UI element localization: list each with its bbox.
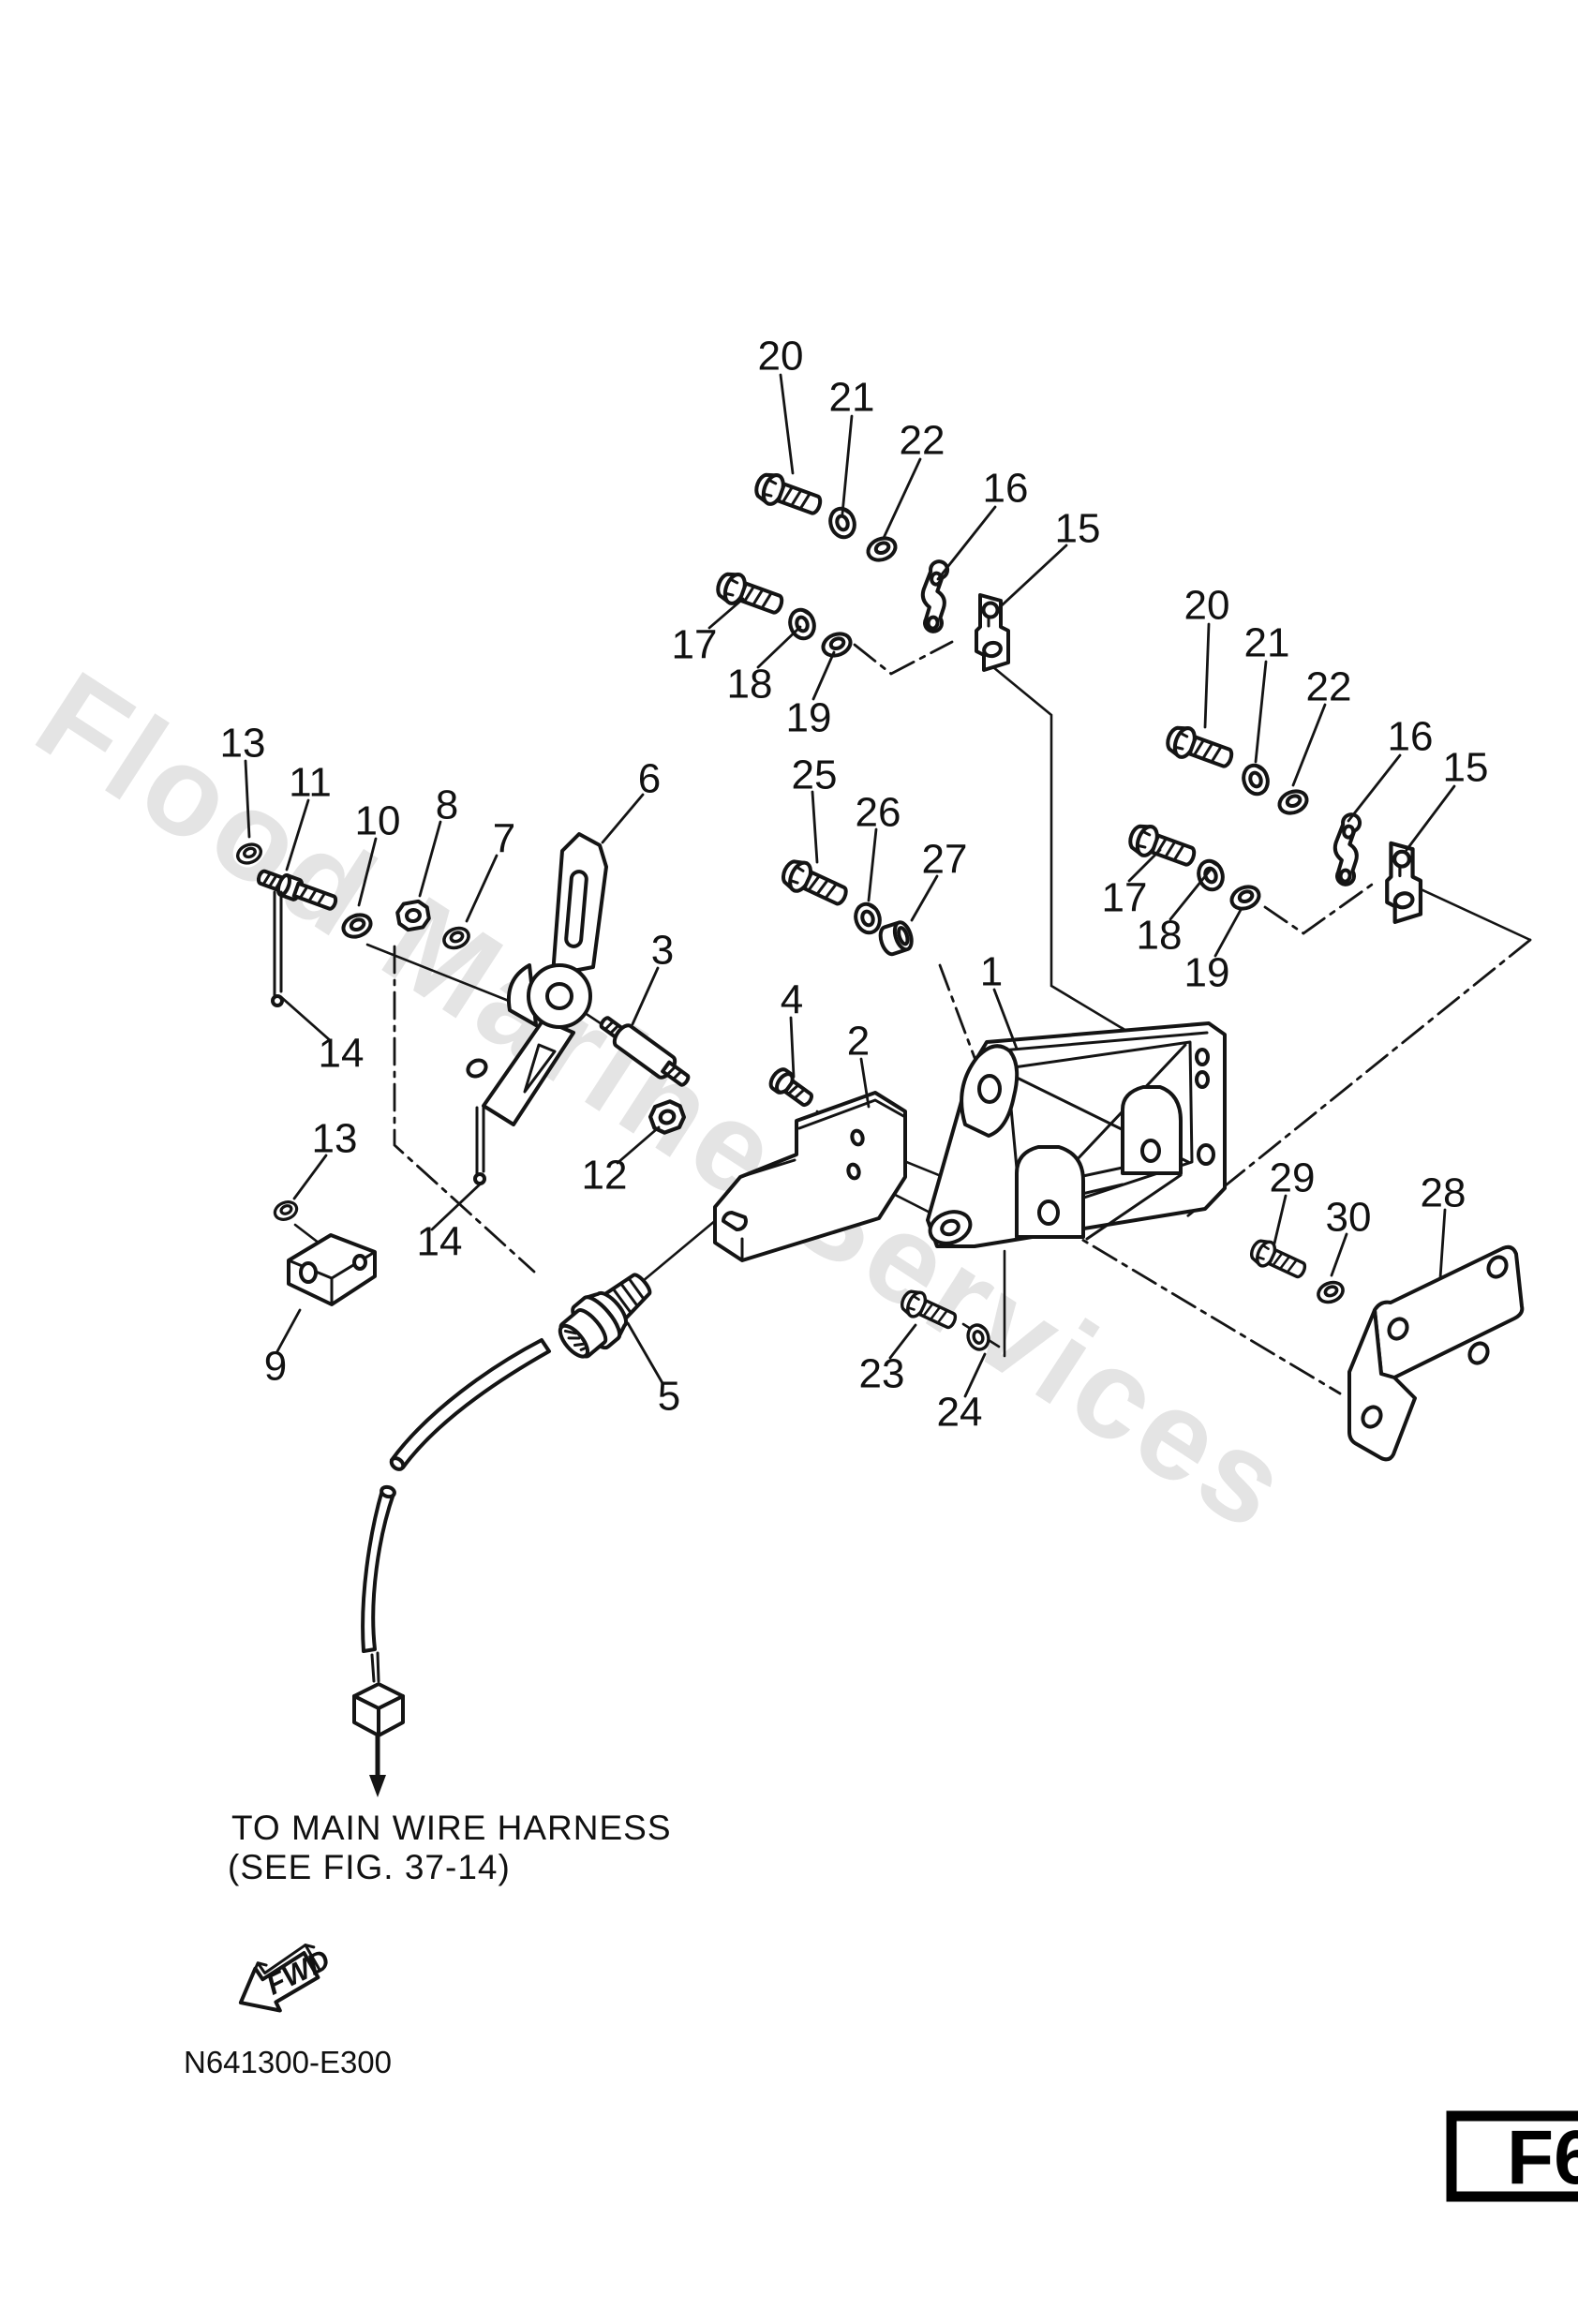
callout-22: 22 [900, 418, 945, 464]
harness-note: TO MAIN WIRE HARNESS (SEE FIG. 37-14) [228, 1733, 672, 1886]
collar-27 [875, 918, 917, 959]
callout-14: 14 [417, 1219, 463, 1265]
bracket-15-right [1387, 843, 1421, 922]
callout-19: 19 [1184, 950, 1230, 996]
callout-17: 17 [672, 622, 718, 668]
bolt-25 [777, 854, 853, 914]
callout-16: 16 [1388, 714, 1434, 760]
callout-30: 30 [1326, 1195, 1372, 1241]
bolt-17-right [1124, 819, 1200, 874]
callout-20: 20 [1184, 583, 1230, 629]
callout-23: 23 [859, 1351, 905, 1397]
main-bracket-1 [926, 1021, 1227, 1248]
washer-30 [1313, 1276, 1348, 1308]
rod-14-upper [271, 890, 284, 1007]
washer-22-top [862, 532, 901, 566]
callout-1: 1 [980, 949, 1003, 995]
callout-7: 7 [493, 816, 515, 862]
callout-18: 18 [1137, 913, 1183, 959]
callout-3: 3 [651, 928, 674, 974]
callout-16: 16 [983, 466, 1029, 512]
callout-28: 28 [1421, 1170, 1466, 1216]
callout-14: 14 [319, 1031, 365, 1077]
callout-21: 21 [829, 375, 875, 421]
callout-15: 15 [1055, 506, 1101, 552]
figure-code: F6 [1507, 2115, 1578, 2200]
callout-21: 21 [1244, 620, 1290, 666]
callout-24: 24 [937, 1390, 983, 1436]
washer-19-right [1226, 881, 1265, 915]
parts-artwork [232, 468, 1525, 1737]
callout-27: 27 [922, 837, 968, 883]
callout-4: 4 [781, 977, 803, 1023]
bolt-20-top [751, 468, 826, 523]
callout-13: 13 [312, 1116, 358, 1162]
bolt-29 [1245, 1234, 1311, 1285]
callout-18: 18 [727, 662, 773, 708]
washer-13-lower [270, 1197, 302, 1225]
callout-19: 19 [786, 695, 832, 741]
callout-25: 25 [792, 752, 838, 798]
figure-code-box: F6 [1446, 2110, 1578, 2202]
washer-19-top [817, 628, 856, 662]
callout-20: 20 [758, 334, 804, 380]
callout-5: 5 [658, 1374, 680, 1420]
callout-15: 15 [1443, 745, 1489, 791]
callout-6: 6 [638, 756, 661, 802]
fwd-arrow: FWD [238, 1943, 335, 2013]
bracket-15-top [975, 593, 1010, 672]
washer-22-right [1273, 785, 1313, 819]
callout-29: 29 [1270, 1155, 1316, 1201]
callout-22: 22 [1306, 664, 1352, 710]
callout-26: 26 [856, 790, 901, 836]
down-arrow-icon [369, 1775, 386, 1797]
callout-2: 2 [847, 1019, 870, 1065]
switch-bracket-2 [713, 1091, 907, 1262]
throttle-lever-6 [466, 832, 608, 1126]
callout-11: 11 [289, 760, 332, 806]
harness-note-line2: (SEE FIG. 37-14) [228, 1848, 511, 1886]
bolt-17-top [712, 567, 788, 622]
anchor-plate-28 [1347, 1244, 1525, 1462]
nut-8 [394, 898, 433, 933]
harness-note-line1: TO MAIN WIRE HARNESS [231, 1809, 672, 1847]
lock-washer-18-right [1193, 856, 1228, 895]
lock-washer-26 [850, 899, 886, 938]
callout-12: 12 [582, 1153, 628, 1199]
callout-13: 13 [220, 721, 266, 767]
lock-washer-21-right [1238, 760, 1273, 799]
clamp-16-right [1328, 811, 1365, 887]
rod-14-lower [473, 1106, 486, 1185]
drawing-code: N641300-E300 [184, 2045, 392, 2079]
leader-lines [244, 373, 1456, 1398]
callout-8: 8 [436, 782, 458, 828]
terminal-block-9 [287, 1233, 377, 1306]
callout-9: 9 [264, 1344, 287, 1390]
callout-17: 17 [1102, 875, 1148, 921]
pressure-switch-5 [352, 1273, 652, 1737]
link-joint-3 [599, 1016, 691, 1087]
callout-10: 10 [355, 798, 401, 844]
bolt-20-right [1162, 721, 1238, 776]
